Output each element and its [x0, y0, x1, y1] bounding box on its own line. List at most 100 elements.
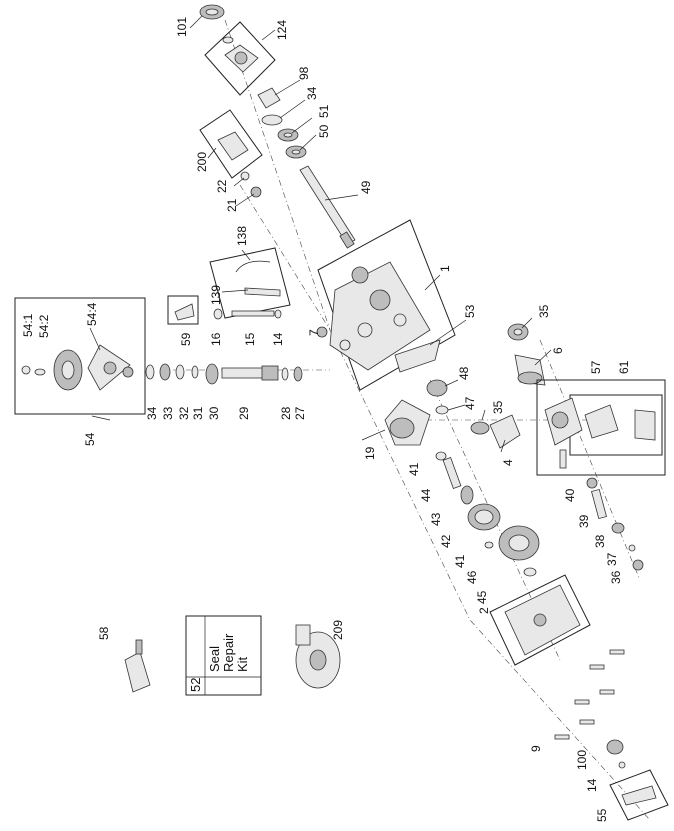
callout-41-upper: 41 — [407, 462, 421, 476]
callout-30: 30 — [207, 406, 221, 420]
callout-54: 54 — [83, 432, 97, 446]
callout-58: 58 — [97, 626, 111, 640]
part-4-cover — [489, 414, 521, 449]
part-98-cup — [257, 87, 281, 109]
callout-100: 100 — [575, 750, 589, 770]
callout-labels: 101 124 98 34 51 50 200 22 21 49 138 1 1… — [21, 17, 631, 822]
part-29-input-shaft — [221, 365, 279, 381]
seal-repair-kit-box — [185, 615, 262, 696]
callout-4: 4 — [501, 459, 515, 466]
kit-box-124 — [204, 21, 276, 96]
part-45-ring — [523, 567, 537, 577]
part-58-tube — [124, 639, 151, 693]
part-101-bearing — [199, 4, 225, 20]
part-40-nut — [586, 477, 598, 489]
callout-28: 28 — [279, 406, 293, 420]
callout-47: 47 — [463, 396, 477, 410]
callout-34-top: 34 — [305, 86, 319, 100]
callout-55: 55 — [595, 808, 609, 822]
kit-box-138 — [209, 247, 291, 319]
part-19-housing — [384, 399, 431, 446]
part-16-ring — [213, 308, 223, 320]
part-33-seal — [159, 363, 171, 381]
callout-36: 36 — [609, 570, 623, 584]
part-47-washer — [435, 405, 449, 415]
callout-37: 37 — [605, 552, 619, 566]
callout-31: 31 — [191, 406, 205, 420]
part-32-washer — [175, 364, 185, 380]
part-7-plug — [316, 326, 328, 338]
part-28-washer — [281, 367, 289, 381]
callout-39: 39 — [577, 514, 591, 528]
callout-32: 32 — [177, 406, 191, 420]
callout-138: 138 — [235, 226, 249, 246]
callout-209: 209 — [331, 620, 345, 640]
kit-box-200 — [199, 109, 263, 179]
callout-54-2: 54:2 — [37, 314, 51, 338]
kit-box-54 — [14, 297, 146, 415]
callout-139: 139 — [209, 285, 223, 305]
callout-21: 21 — [225, 198, 239, 212]
part-48-gear — [426, 379, 448, 397]
part-49-shaft — [299, 165, 356, 249]
callout-54-4: 54:4 — [85, 302, 99, 326]
part-209-hub — [295, 624, 341, 689]
callout-48: 48 — [457, 366, 471, 380]
part-100-gear — [606, 739, 624, 755]
part-36-nut — [632, 559, 644, 571]
part-6-drum — [514, 354, 546, 386]
part-41-washer-lower — [484, 541, 494, 549]
part-44-shaft — [442, 457, 462, 489]
part-35-bearing-upper — [507, 323, 529, 341]
seal-repair-kit-labels: 52 Seal Repair Kit — [188, 633, 250, 692]
kit-box-59 — [167, 295, 199, 325]
callout-49: 49 — [359, 180, 373, 194]
part-38-gear — [611, 522, 625, 534]
callout-45: 45 — [475, 590, 489, 604]
part-31-ring — [191, 365, 199, 379]
kit-box-55 — [609, 769, 669, 821]
callout-101: 101 — [175, 17, 189, 37]
part-37-washer — [628, 544, 636, 552]
callout-98: 98 — [297, 66, 311, 80]
callout-35-lower: 35 — [491, 400, 505, 414]
part-15-pin — [231, 310, 275, 317]
callout-61: 61 — [617, 360, 631, 374]
callout-35-upper: 35 — [537, 304, 551, 318]
part-14-ring-lower — [618, 761, 626, 769]
callout-57: 57 — [589, 360, 603, 374]
callout-6: 6 — [551, 347, 565, 354]
part-21-nut — [250, 186, 262, 198]
callout-33: 33 — [161, 406, 175, 420]
callout-200: 200 — [195, 152, 209, 172]
callout-19: 19 — [363, 446, 377, 460]
callout-42: 42 — [439, 534, 453, 548]
callout-16: 16 — [209, 332, 223, 346]
part-1-housing — [317, 219, 456, 391]
part-14-ring — [274, 309, 282, 319]
callout-leaders — [89, 15, 552, 453]
callout-22: 22 — [215, 179, 229, 193]
callout-44: 44 — [419, 488, 433, 502]
part-27-nut — [293, 366, 303, 382]
callout-40: 40 — [563, 488, 577, 502]
callout-14-top: 14 — [271, 332, 285, 346]
callout-43: 43 — [429, 512, 443, 526]
seal-kit-line-3: Kit — [235, 656, 250, 672]
callout-38: 38 — [593, 534, 607, 548]
part-34-ring — [261, 114, 283, 126]
callout-9: 9 — [529, 745, 543, 752]
callout-59: 59 — [179, 332, 193, 346]
callout-53: 53 — [463, 304, 477, 318]
callout-50: 50 — [317, 124, 331, 138]
part-41-washer-upper — [435, 451, 447, 461]
part-46-ring-gear — [498, 525, 540, 561]
callout-27: 27 — [293, 406, 307, 420]
callout-29: 29 — [237, 406, 251, 420]
callout-7: 7 — [307, 329, 321, 336]
part-2-cover — [489, 574, 591, 666]
part-30-bearing — [205, 363, 219, 385]
callout-2: 2 — [477, 607, 491, 614]
part-39-shaft — [591, 488, 607, 520]
